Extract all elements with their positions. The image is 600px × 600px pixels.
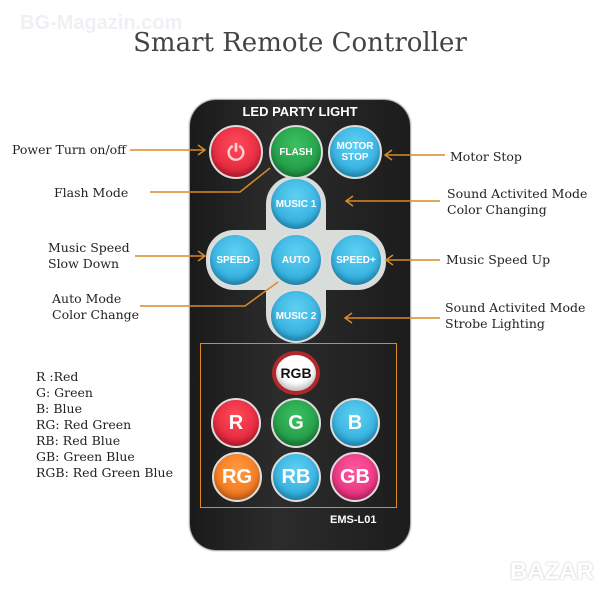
arrow-music1 <box>344 195 440 207</box>
speed-down-button[interactable]: SPEED- <box>208 233 262 287</box>
callout-line: Color Changing <box>447 202 547 217</box>
legend-item: G: Green <box>36 385 93 400</box>
callout-line: Sound Activited Mode <box>447 186 588 201</box>
motor-label: MOTOR <box>336 141 374 152</box>
arrow-speed-down <box>135 250 207 262</box>
color-buttons-panel <box>200 343 397 508</box>
stop-label: STOP <box>341 152 369 163</box>
music1-button[interactable]: MUSIC 1 <box>269 177 323 231</box>
green-button[interactable]: G <box>271 398 321 448</box>
speed-up-button[interactable]: SPEED+ <box>329 233 383 287</box>
blue-button[interactable]: B <box>330 398 380 448</box>
power-button[interactable]: ⏻ <box>209 125 263 179</box>
arrow-speed-up <box>384 254 440 266</box>
model-number: EMS-L01 <box>330 514 377 526</box>
legend-item: R :Red <box>36 369 79 384</box>
page-title: Smart Remote Controller <box>133 28 467 58</box>
callout-line: Auto Mode <box>52 291 122 306</box>
red-button[interactable]: R <box>211 398 261 448</box>
line-flash <box>150 167 271 193</box>
arrow-music2 <box>343 312 440 324</box>
green-blue-button[interactable]: GB <box>330 452 380 502</box>
auto-button[interactable]: AUTO <box>269 233 323 287</box>
legend-item: GB: Green Blue <box>36 449 135 464</box>
callout-power: Power Turn on/off <box>12 142 127 157</box>
callout-line: Color Change <box>52 307 140 322</box>
legend-item: RGB: Red Green Blue <box>36 465 173 480</box>
remote-header: LED PARTY LIGHT <box>242 104 358 119</box>
arrow-motor-stop <box>383 149 445 161</box>
callout-motor-stop: Motor Stop <box>450 149 522 164</box>
flash-button[interactable]: FLASH <box>269 125 323 179</box>
arrow-power <box>130 144 207 156</box>
legend-item: RB: Red Blue <box>36 433 121 448</box>
red-blue-button[interactable]: RB <box>271 452 321 502</box>
rgb-button[interactable]: RGB <box>272 351 320 395</box>
watermark: BG-Magazin.com <box>20 12 183 34</box>
music2-button[interactable]: MUSIC 2 <box>269 289 323 343</box>
color-legend: R :Red G: Green B: Blue RG: Red Green RB… <box>36 369 173 481</box>
red-green-button[interactable]: RG <box>212 452 262 502</box>
callout-speed-up: Music Speed Up <box>446 252 551 267</box>
callout-line: Slow Down <box>48 256 120 271</box>
bazar-logo: BAZAR <box>510 558 594 585</box>
callout-flash: Flash Mode <box>54 185 129 200</box>
legend-item: RG: Red Green <box>36 417 132 432</box>
callout-line: Music Speed <box>48 240 130 255</box>
line-auto <box>140 281 279 307</box>
legend-item: B: Blue <box>36 401 83 416</box>
callout-line: Sound Activited Mode <box>445 300 586 315</box>
callout-line: Strobe Lighting <box>445 316 545 331</box>
